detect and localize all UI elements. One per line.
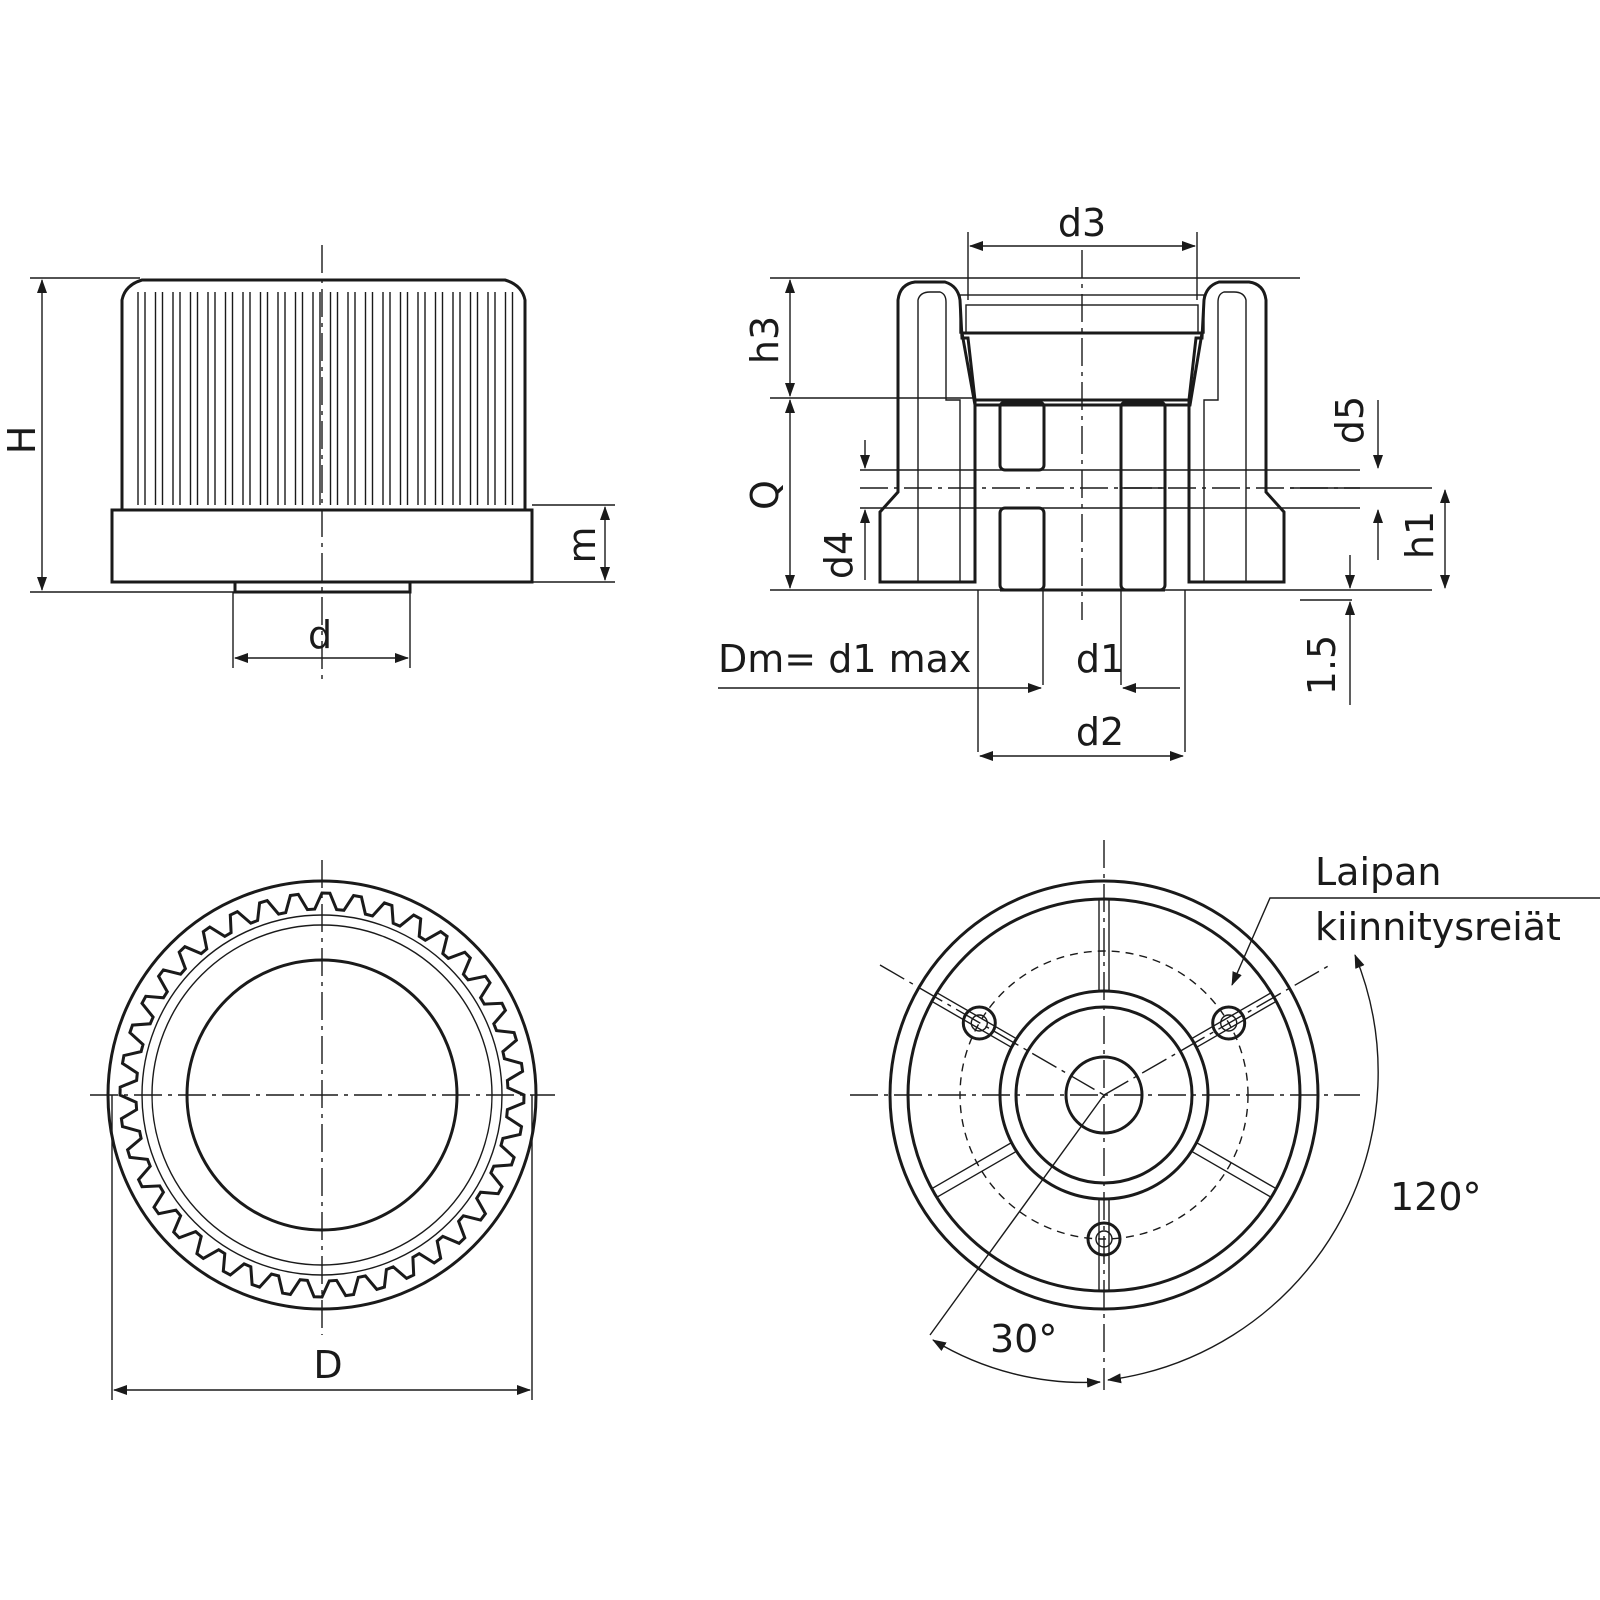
label-d4: d4 [817, 531, 861, 579]
section-view: d3 h3 Q d4 d5 h1 1.5 Dm= d1 max d1 d2 [718, 201, 1450, 761]
top-view: D [90, 860, 555, 1400]
label-Q: Q [743, 480, 787, 510]
spoke [931, 1142, 1012, 1190]
mounting-hole-bore [970, 1014, 988, 1032]
label-1-5: 1.5 [1300, 635, 1344, 695]
label-d3: d3 [1058, 201, 1106, 245]
label-d1: d1 [1076, 637, 1124, 681]
knob-shaft [233, 580, 412, 594]
side-view: H m d [0, 245, 615, 680]
label-m: m [560, 526, 604, 563]
knurl-ribs [137, 292, 514, 505]
bottom-view: Laipan kiinnitysreiät 120° 30° [850, 840, 1600, 1390]
label-d5: d5 [1328, 396, 1372, 444]
label-D: D [313, 1343, 342, 1387]
knurl-gear-outline [118, 891, 526, 1299]
label-d2: d2 [1076, 710, 1124, 754]
arc-30 [932, 1339, 1101, 1388]
note-line-1: Laipan [1315, 850, 1442, 894]
knurled-body [120, 278, 527, 510]
label-H: H [0, 426, 44, 455]
note-line-2: kiinnitysreiät [1315, 905, 1561, 949]
label-d: d [308, 613, 332, 657]
label-120: 120° [1390, 1175, 1482, 1219]
spoke [936, 1150, 1017, 1198]
label-30: 30° [990, 1317, 1057, 1361]
label-dm: Dm= d1 max [718, 637, 971, 681]
mounting-hole [961, 1005, 997, 1041]
spoke [1191, 1150, 1272, 1198]
spoke [1196, 1142, 1277, 1190]
label-h1: h1 [1398, 511, 1442, 559]
arc-120 [1107, 954, 1379, 1384]
label-h3: h3 [743, 316, 787, 364]
